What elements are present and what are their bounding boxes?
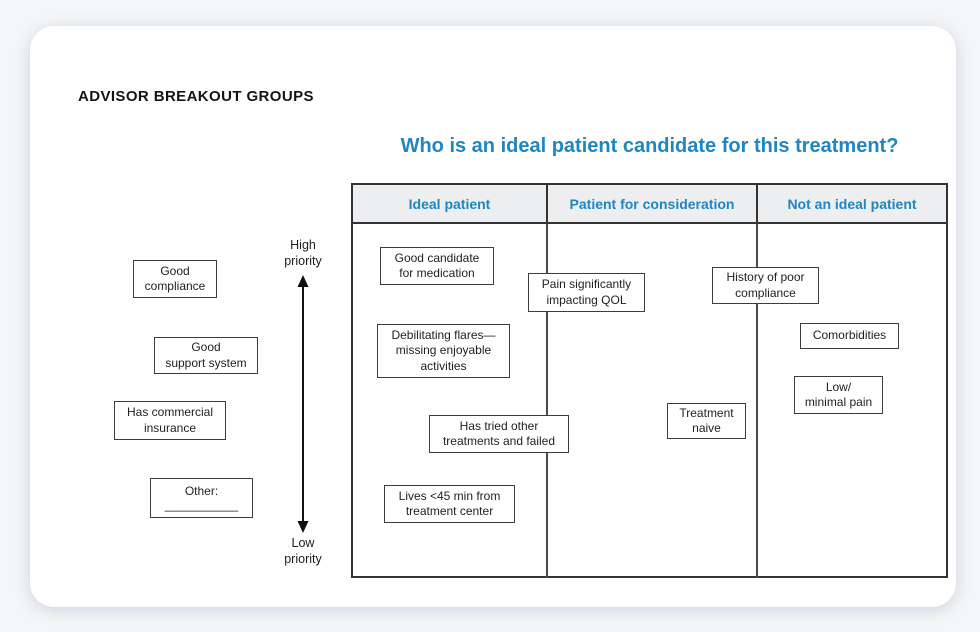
note-lives-45-min-from-treatment-center[interactable]: Lives <45 min from treatment center: [384, 485, 515, 523]
question-title: Who is an ideal patient candidate for th…: [400, 135, 899, 157]
priority-axis-arrow-icon: [297, 275, 309, 533]
note-good-support-system[interactable]: Good support system: [154, 337, 258, 374]
note-comorbidities[interactable]: Comorbidities: [800, 323, 899, 349]
matrix-body: [353, 224, 946, 578]
note-text: Low/ minimal pain: [804, 379, 873, 409]
note-text: Good support system: [165, 340, 247, 370]
note-text: Has commercial insurance: [126, 405, 213, 435]
note-text: Lives <45 min from treatment center: [398, 488, 501, 518]
note-has-commercial-insurance[interactable]: Has commercial insurance: [114, 401, 226, 440]
note-text: Good candidate for medication: [394, 250, 480, 280]
column-header-patient-for-consideration: Patient for consideration: [548, 185, 758, 222]
note-text: Treatment naive: [679, 405, 734, 435]
column-header-not-an-ideal-patient: Not an ideal patient: [787, 195, 917, 212]
note-debilitating-flares[interactable]: Debilitating flares— missing enjoyable a…: [377, 324, 510, 378]
axis-low-priority-label: Low priority: [284, 536, 322, 567]
slide-card: ADVISOR BREAKOUT GROUPS Who is an ideal …: [30, 26, 956, 607]
page-title: ADVISOR BREAKOUT GROUPS: [78, 88, 314, 105]
note-good-compliance[interactable]: Good compliance: [133, 260, 217, 298]
note-text: Debilitating flares— missing enjoyable a…: [391, 327, 496, 373]
matrix-header-row: Ideal patient Patient for consideration …: [353, 185, 946, 224]
note-good-candidate-for-medication[interactable]: Good candidate for medication: [380, 247, 494, 285]
column-divider-1: [546, 224, 548, 578]
note-has-tried-other-treatments[interactable]: Has tried other treatments and failed: [429, 415, 569, 453]
note-text: Other:: [184, 483, 219, 498]
note-low-minimal-pain[interactable]: Low/ minimal pain: [794, 376, 883, 414]
note-text: Comorbidities: [812, 328, 887, 343]
note-text: History of poor compliance: [726, 270, 805, 300]
note-text: Has tried other treatments and failed: [442, 418, 556, 448]
column-header-ideal-patient: Ideal patient: [353, 185, 548, 222]
axis-high-priority-label: High priority: [284, 238, 322, 269]
note-text: Good compliance: [144, 263, 206, 293]
column-divider-2: [756, 224, 758, 578]
note-pain-significantly-impacting-qol[interactable]: Pain significantly impacting QOL: [528, 273, 645, 312]
note-text: Pain significantly impacting QOL: [541, 277, 632, 307]
other-blank-line[interactable]: ___________: [164, 498, 239, 513]
note-history-of-poor-compliance[interactable]: History of poor compliance: [712, 267, 819, 304]
note-treatment-naive[interactable]: Treatment naive: [667, 403, 746, 439]
note-other[interactable]: Other: ___________: [150, 478, 253, 518]
